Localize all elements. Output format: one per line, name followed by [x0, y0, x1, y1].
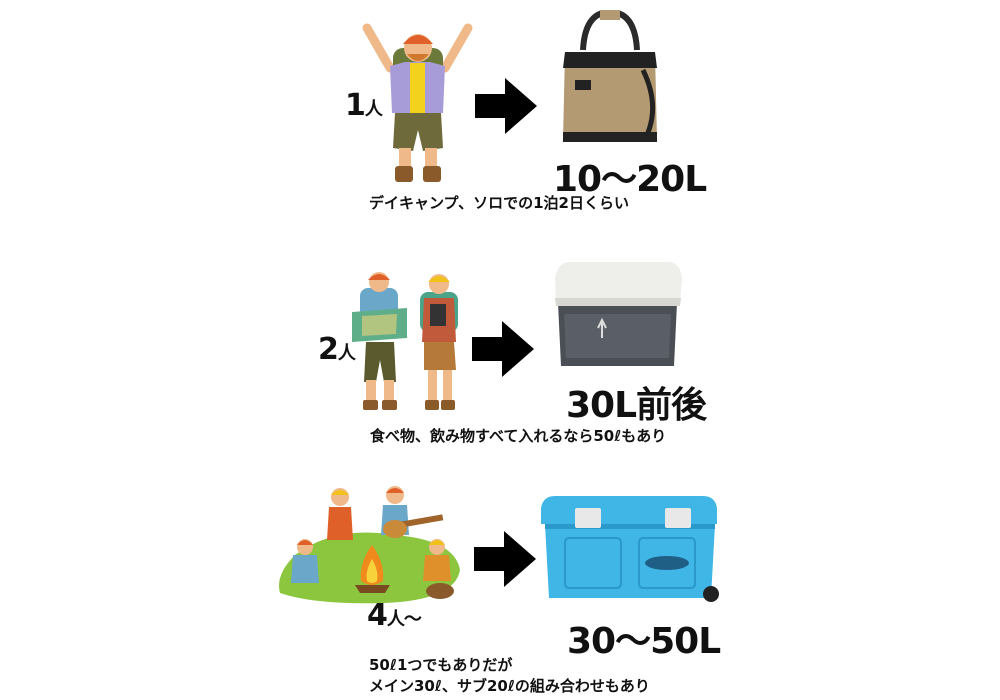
campfire-group-icon: [279, 486, 460, 604]
usage-note-3-line-2: メイン30ℓ、サブ20ℓの組み合わせもあり: [369, 677, 650, 695]
capacity-label-2: 30L前後: [566, 385, 707, 426]
hiker-jumping-icon: [362, 23, 473, 182]
row-2: 2人 30L前後 食べ物、飲み物すべて入れるなら50ℓもあり: [0, 240, 1000, 460]
right-arrow-icon: [475, 78, 537, 134]
right-arrow-icon: [472, 321, 534, 377]
usage-note-1: デイキャンプ、ソロでの1泊2日くらい: [369, 194, 629, 212]
capacity-label-1: 10〜20L: [553, 159, 707, 200]
row-3: 4人〜 30〜50L 50ℓ1つでもありだが メイン30ℓ、サブ20ℓの組み合わ…: [0, 470, 1000, 700]
right-arrow-icon: [474, 531, 536, 587]
people-count-1: 1人: [345, 88, 383, 123]
gray-hard-cooler-icon: [555, 262, 682, 366]
usage-note-3: 50ℓ1つでもありだが メイン30ℓ、サブ20ℓの組み合わせもあり: [369, 655, 650, 697]
people-count-3: 4人〜: [367, 598, 422, 633]
row-1: 1人 10〜20L デイキャンプ、ソロでの1泊2日くらい: [0, 0, 1000, 230]
capacity-label-3: 30〜50L: [567, 621, 721, 662]
two-hikers-with-map-icon: [352, 272, 458, 410]
people-count-2: 2人: [318, 332, 356, 367]
usage-note-2: 食べ物、飲み物すべて入れるなら50ℓもあり: [370, 427, 667, 445]
usage-note-3-line-1: 50ℓ1つでもありだが: [369, 656, 513, 674]
soft-cooler-bag-icon: [563, 10, 657, 142]
blue-wheeled-cooler-icon: [541, 496, 719, 602]
